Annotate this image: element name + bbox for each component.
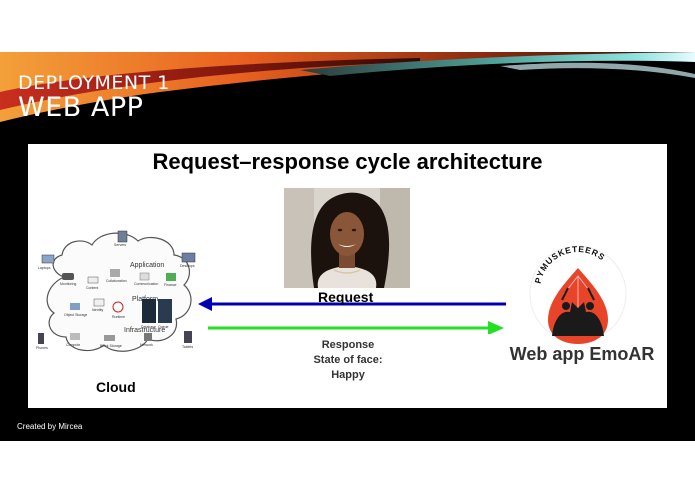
- cloud-computing-diagram: Application Platform Infrastructure Lapt…: [36, 230, 196, 352]
- slide-subtitle: DEPLOYMENT 1: [18, 72, 170, 94]
- svg-text:Block Storage: Block Storage: [100, 344, 122, 348]
- response-arrowhead: [488, 321, 504, 334]
- response-label: Response State of face: Happy: [298, 338, 398, 383]
- layer-infrastructure-label: Infrastructure: [124, 327, 165, 334]
- request-label: Request: [318, 289, 374, 305]
- svg-text:Database: Database: [141, 325, 156, 329]
- cloud-label: Cloud: [96, 379, 136, 395]
- diagram-panel: Request–response cycle architecture Appl…: [28, 144, 667, 408]
- svg-text:Network: Network: [140, 343, 153, 347]
- response-line-1: Response: [321, 339, 375, 351]
- svg-text:Queue: Queue: [158, 325, 169, 329]
- svg-text:Laptops: Laptops: [38, 266, 51, 270]
- user-face-photo: [284, 188, 410, 288]
- svg-text:Identity: Identity: [92, 308, 104, 312]
- header-swoosh-graphic: [0, 52, 695, 122]
- diagram-title: Request–response cycle architecture: [152, 149, 543, 174]
- svg-text:Finance: Finance: [164, 283, 177, 287]
- response-line-2: State of face:: [313, 354, 383, 366]
- svg-text:Runtime: Runtime: [112, 315, 125, 319]
- slide: DEPLOYMENT 1 WEB APP Request–response cy…: [0, 52, 695, 441]
- svg-text:Phones: Phones: [36, 346, 48, 350]
- svg-text:Tablets: Tablets: [182, 345, 193, 349]
- pymusketeers-logo: PYMUSKETEERS: [529, 244, 627, 344]
- slide-credit: Created by Mircea: [17, 422, 83, 431]
- web-app-label: Web app EmoAR: [509, 344, 655, 364]
- svg-text:Content: Content: [86, 286, 98, 290]
- slide-title: WEB APP: [18, 92, 144, 123]
- svg-text:Object Storage: Object Storage: [64, 313, 87, 317]
- layer-application-label: Application: [130, 262, 164, 269]
- svg-text:Compute: Compute: [66, 343, 80, 347]
- request-arrowhead: [198, 297, 212, 311]
- svg-text:Servers: Servers: [114, 243, 126, 247]
- svg-text:Desktops: Desktops: [180, 264, 195, 268]
- request-response-arrows: [198, 297, 506, 334]
- response-line-3: Happy: [331, 369, 365, 381]
- svg-text:Communication: Communication: [134, 282, 158, 286]
- svg-text:Collaboration: Collaboration: [106, 279, 127, 283]
- svg-text:Monitoring: Monitoring: [60, 282, 76, 286]
